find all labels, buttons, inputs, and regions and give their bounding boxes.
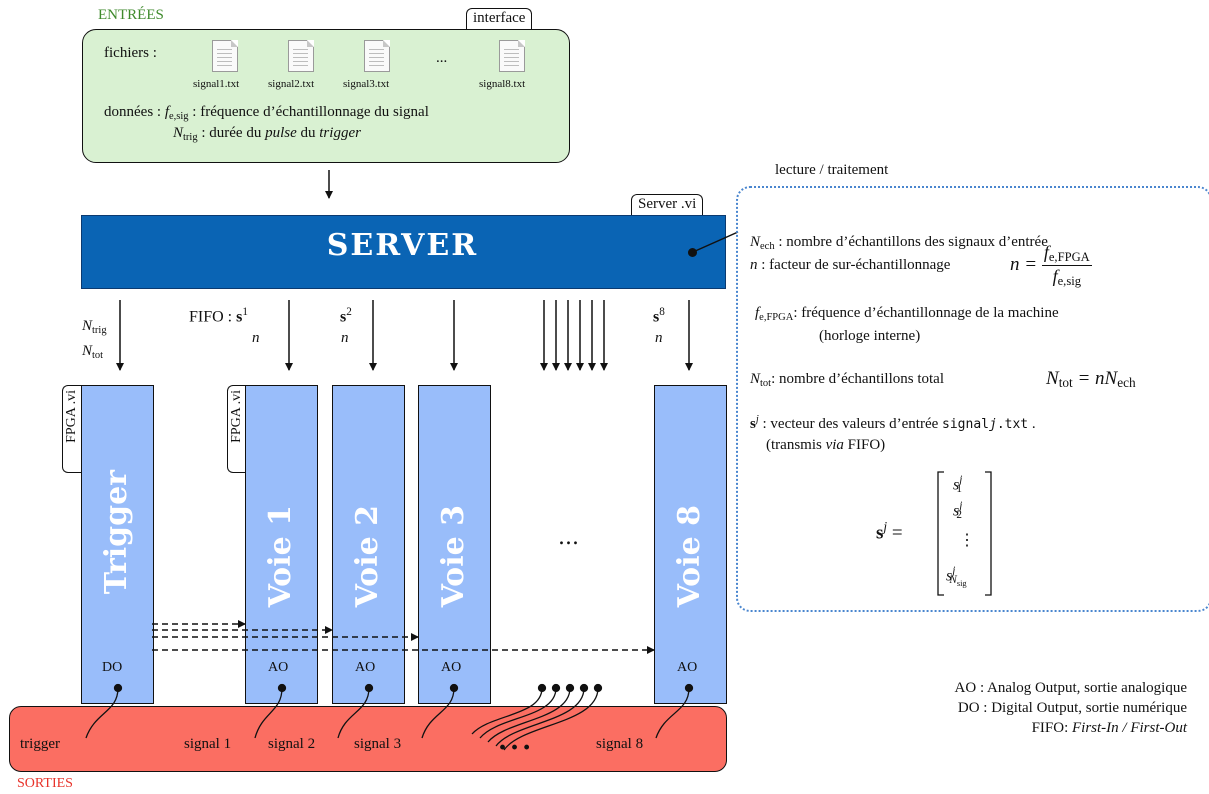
legend-ao: AO : Analog Output, sortie analogique xyxy=(954,680,1187,696)
files-label: fichiers : xyxy=(104,45,157,61)
output-label: signal 1 xyxy=(184,736,232,752)
vector-vdots: ⋮ xyxy=(959,532,975,549)
file-name: signal1.txt xyxy=(193,78,240,90)
vector-element-last: sjNsig xyxy=(946,565,967,589)
file-icon xyxy=(288,40,314,72)
trigger-output-type: DO xyxy=(102,660,123,675)
legend-do: DO : Digital Output, sortie numérique xyxy=(957,700,1187,716)
server-vi-tab: Server .vi xyxy=(631,194,704,215)
output-wires xyxy=(85,683,694,751)
output-label: signal 2 xyxy=(268,736,316,752)
vector-brackets xyxy=(937,471,992,596)
interface-tab: interface xyxy=(466,8,533,30)
info-sj: sj : vecteur des valeurs d’entrée signal… xyxy=(750,414,1036,432)
vector-element-2: sj2 xyxy=(953,500,963,522)
channels-ellipsis: ... xyxy=(558,525,579,550)
server-block xyxy=(81,215,726,289)
fpga-vi-tab: FPGA .vi xyxy=(227,385,246,473)
vector-element-1: sj1 xyxy=(953,474,963,496)
info-sj-note: (transmis via FIFO) xyxy=(766,437,886,453)
info-n-equation: n = fe,FPGA fe,sig xyxy=(1010,242,1092,288)
inputs-panel xyxy=(82,29,570,163)
file-name: signal2.txt xyxy=(268,78,315,90)
files-ellipsis: ... xyxy=(436,50,448,66)
file-icon xyxy=(364,40,390,72)
fifo-n-1: n xyxy=(252,330,260,346)
outputs-section-label: SORTIES xyxy=(17,776,73,791)
vector-lhs: sj = xyxy=(876,519,903,544)
channel-voie-3 xyxy=(418,385,491,704)
info-panel xyxy=(736,186,1209,612)
info-nech: Nech : nombre d’échantillons des signaux… xyxy=(750,234,1048,252)
channel-output-type: AO xyxy=(677,660,698,675)
file-name: signal3.txt xyxy=(343,78,390,90)
channel-output-type: AO xyxy=(441,660,462,675)
file-icon xyxy=(499,40,525,72)
output-label: signal 3 xyxy=(354,736,402,752)
inputs-section-label: ENTRÉES xyxy=(98,7,164,23)
legend: AO : Analog Output, sortie analogique DO… xyxy=(955,678,1187,738)
channel-voie-1 xyxy=(245,385,318,704)
channel-output-type: AO xyxy=(355,660,376,675)
trigger-inputs-label: Ntrig Ntot xyxy=(82,318,107,361)
info-ffpga: fe,FPGA: fréquence d’échantillonnage de … xyxy=(755,305,1059,323)
info-ffpga-note: (horloge interne) xyxy=(819,328,921,344)
legend-fifo: FIFO: First-In / First-Out xyxy=(1031,720,1187,736)
info-n: n : facteur de sur-échantillonnage xyxy=(750,257,951,273)
channel-voie-2 xyxy=(332,385,405,704)
file-icon xyxy=(212,40,238,72)
output-label-trigger: trigger xyxy=(20,736,60,752)
trigger-channel xyxy=(81,385,154,704)
info-ntot: Ntot: nombre d’échantillons total xyxy=(750,371,944,389)
channel-output-type: AO xyxy=(268,660,289,675)
info-ntot-equation: Ntot = nNech xyxy=(1046,368,1136,390)
file-name: signal8.txt xyxy=(479,78,526,90)
server-title: SERVER xyxy=(326,228,479,263)
fifo-label: FIFO : s1 xyxy=(189,306,248,326)
server-connector-dot xyxy=(688,248,697,257)
fifo-s2: s2 xyxy=(340,306,352,326)
output-label: signal 8 xyxy=(596,736,644,752)
data-line-ntrig: Ntrig : durée du pulse du trigger xyxy=(173,125,361,143)
server-info-connector xyxy=(692,231,739,253)
fifo-s8: s8 xyxy=(653,306,665,326)
info-title: lecture / traitement xyxy=(775,162,889,178)
outputs-panel xyxy=(9,706,727,772)
fifo-n-2: n xyxy=(341,330,349,346)
data-line-fsig: données : fe,sig : fréquence d’échantill… xyxy=(104,104,429,122)
fifo-n-8: n xyxy=(655,330,663,346)
channel-voie-8 xyxy=(654,385,727,704)
fpga-vi-tab: FPGA .vi xyxy=(62,385,81,473)
